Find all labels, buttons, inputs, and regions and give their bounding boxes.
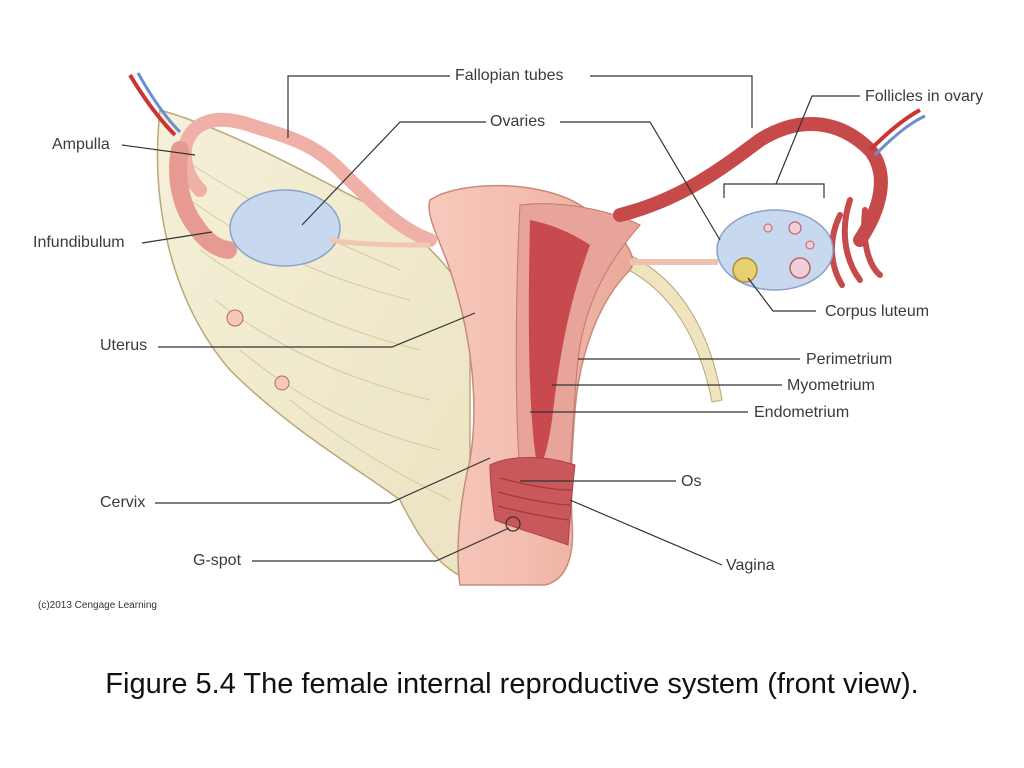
- label-perimetrium: Perimetrium: [806, 351, 893, 368]
- broad-ligament: [156, 109, 471, 582]
- follicle: [789, 257, 811, 279]
- follicles-bracket: [723, 183, 825, 198]
- leader-lines: [121, 75, 860, 566]
- corpus-luteum: [732, 257, 758, 283]
- vaginal-canal: [489, 457, 576, 546]
- label-fallopian-tubes: Fallopian tubes: [455, 67, 564, 84]
- follicle: [788, 221, 802, 235]
- endometrium-cavity: [528, 220, 590, 470]
- follicle: [805, 240, 815, 250]
- left-ovary: [229, 189, 341, 267]
- label-myometrium: Myometrium: [787, 377, 876, 394]
- follicle: [763, 223, 773, 233]
- label-cervix: Cervix: [100, 494, 146, 511]
- label-g-spot: G-spot: [193, 552, 242, 569]
- round-ligament: [624, 254, 723, 403]
- label-follicles-in-ovary: Follicles in ovary: [865, 88, 984, 105]
- right-ovary: [716, 209, 834, 291]
- label-ampulla: Ampulla: [52, 136, 110, 153]
- label-infundibulum: Infundibulum: [33, 234, 125, 251]
- label-corpus-luteum: Corpus luteum: [825, 303, 930, 320]
- g-spot-marker: [505, 516, 521, 532]
- right-fallopian-tube: [613, 117, 888, 247]
- copyright-credit: (c)2013 Cengage Learning: [38, 600, 157, 611]
- label-uterus: Uterus: [100, 337, 148, 354]
- figure-caption: Figure 5.4 The female internal reproduct…: [105, 668, 919, 700]
- label-vagina: Vagina: [726, 557, 775, 574]
- label-os: Os: [681, 473, 702, 490]
- label-ovaries: Ovaries: [490, 113, 546, 130]
- label-endometrium: Endometrium: [754, 404, 850, 421]
